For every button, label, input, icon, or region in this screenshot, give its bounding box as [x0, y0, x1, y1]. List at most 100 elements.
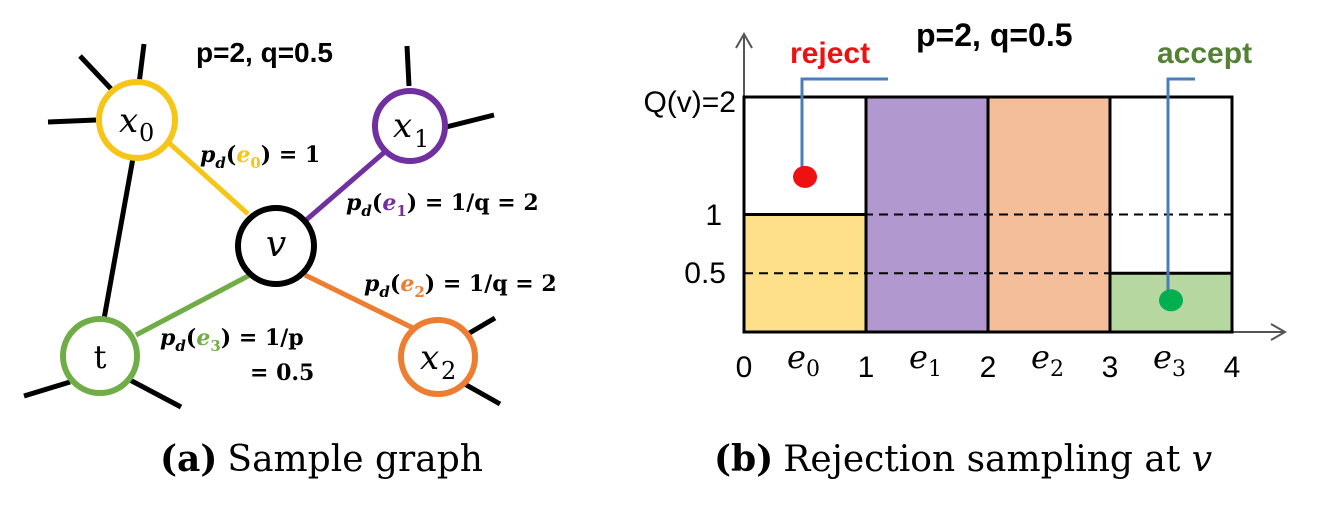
e0-subscript: 0: [250, 154, 260, 172]
caption-a: (a)Sample graph: [160, 438, 483, 480]
e0-value: ) = 1: [261, 142, 320, 168]
x-tick-labels: 0 1 2 3 4: [736, 351, 1241, 384]
edge-e1: [303, 148, 389, 223]
accept-point: [1159, 289, 1183, 312]
caption-b-tag: (b): [714, 438, 773, 480]
edge-name-subscript: 0: [806, 357, 820, 382]
edge-name-letter: e: [1153, 338, 1172, 376]
edge-name-e1: e1: [909, 338, 942, 382]
node-x1-label: x: [393, 106, 412, 146]
y-label-0-5: 0.5: [684, 257, 726, 290]
pd-subscript: d: [361, 202, 372, 220]
reject-point: [793, 165, 817, 188]
edge-e3: [134, 272, 252, 338]
edge-label-e1: pd(e1) = 1/q = 2: [346, 190, 539, 220]
open-paren: (: [390, 271, 400, 297]
x-tick-2: 2: [980, 351, 997, 384]
open-paren: (: [186, 325, 196, 351]
open-paren: (: [372, 190, 382, 216]
edge-name-e3: e3: [1153, 338, 1186, 382]
edge-label-e0: pd(e0) = 1: [200, 142, 320, 172]
x2-external-edge: [459, 379, 502, 407]
e1-value: ) = 1/q = 2: [407, 190, 539, 216]
edge-name-labels: e0 e1 e2 e3: [787, 338, 1186, 382]
e2-value: ) = 1/q = 2: [425, 271, 557, 297]
e0-symbol: e: [236, 142, 250, 168]
node-t-label: t: [94, 338, 107, 376]
caption-b-text: Rejection sampling at: [783, 439, 1192, 480]
reject-label: reject: [790, 37, 870, 70]
edge-label-e2: pd(e2) = 1/q = 2: [364, 271, 557, 301]
e3-symbol: e: [196, 325, 210, 351]
edge-name-subscript: 1: [928, 357, 942, 382]
node-v: v: [235, 205, 317, 287]
e3-subscript: 3: [210, 337, 220, 355]
node-x2-circle: [398, 317, 478, 397]
node-x0-circle: [96, 79, 178, 161]
edge-name-e2: e2: [1031, 338, 1064, 382]
pd-symbol: p: [364, 271, 380, 297]
x-tick-4: 4: [1224, 351, 1241, 384]
edge-name-e0: e0: [787, 338, 820, 382]
x-axis-arrow: [1270, 323, 1288, 341]
chart-params: p=2, q=0.5: [916, 17, 1073, 53]
node-v-circle: [235, 205, 317, 287]
e2-subscript: 2: [414, 283, 424, 301]
pd-subscript: d: [215, 154, 226, 172]
node-t: t: [60, 316, 140, 396]
x-tick-3: 3: [1102, 351, 1119, 384]
caption-a-tag: (a): [160, 438, 217, 480]
x-tick-0: 0: [736, 351, 753, 384]
node-x0-subscript: 0: [139, 119, 154, 147]
node-x1: x 1: [372, 88, 448, 164]
node-x1-circle: [372, 88, 448, 164]
t-external-edge: [128, 377, 183, 410]
e2-symbol: e: [400, 271, 414, 297]
node-x1-subscript: 1: [414, 125, 429, 153]
y-axis-arrow: [735, 31, 753, 49]
pd-symbol: p: [346, 190, 362, 216]
e1-subscript: 1: [396, 202, 406, 220]
bar-e3: [1108, 271, 1234, 334]
edge-label-e3-line2: = 0.5: [250, 360, 314, 386]
x0-external-edge: [136, 43, 147, 85]
x0-external-edge: [78, 54, 116, 94]
x1-external-edge: [404, 45, 412, 87]
node-x2-label: x: [420, 338, 439, 378]
x0-external-edge: [47, 117, 97, 125]
caption-b: (b)Rejection sampling at v: [714, 438, 1212, 480]
node-v-label: v: [266, 224, 286, 265]
edge-name-letter: e: [909, 338, 928, 376]
node-x0-label: x: [119, 101, 138, 141]
edge-name-letter: e: [787, 338, 806, 376]
t-external-edge: [23, 379, 71, 399]
y-label-1: 1: [705, 199, 722, 232]
x0-t-edge: [101, 157, 136, 320]
node-x2-subscript: 2: [441, 357, 456, 385]
edge-name-subscript: 3: [1172, 357, 1186, 382]
pd-subscript: d: [175, 337, 186, 355]
node-x0: x 0: [96, 79, 178, 161]
pd-symbol: p: [200, 142, 216, 168]
e1-symbol: e: [382, 190, 396, 216]
edge-name-letter: e: [1031, 338, 1050, 376]
accept-label: accept: [1157, 37, 1252, 70]
sample-graph: x 0 x 1 v x 2 t p=2, q=0.5 pd(e0) = 1 pd…: [23, 37, 557, 410]
node-t-circle: [60, 316, 140, 396]
x-tick-1: 1: [858, 351, 875, 384]
open-paren: (: [226, 142, 236, 168]
accept-pointer-line: [1166, 77, 1195, 302]
edge-label-e3: pd(e3) = 1/p: [160, 325, 304, 355]
edge-e2: [303, 272, 417, 332]
y-label-qmax: Q(v)=2: [643, 86, 736, 119]
pd-symbol: p: [160, 325, 176, 351]
caption-b-var: v: [1192, 439, 1212, 480]
edge-e0: [166, 140, 250, 216]
e3-value: ) = 1/p: [221, 325, 304, 351]
caption-a-text: Sample graph: [227, 439, 483, 480]
rejection-sampling-chart: reject accept p=2, q=0.5 Q(v)=2 1 0.5 0 …: [643, 17, 1288, 384]
graph-params: p=2, q=0.5: [196, 37, 333, 68]
node-x2: x 2: [398, 317, 478, 397]
pd-subscript: d: [379, 283, 390, 301]
